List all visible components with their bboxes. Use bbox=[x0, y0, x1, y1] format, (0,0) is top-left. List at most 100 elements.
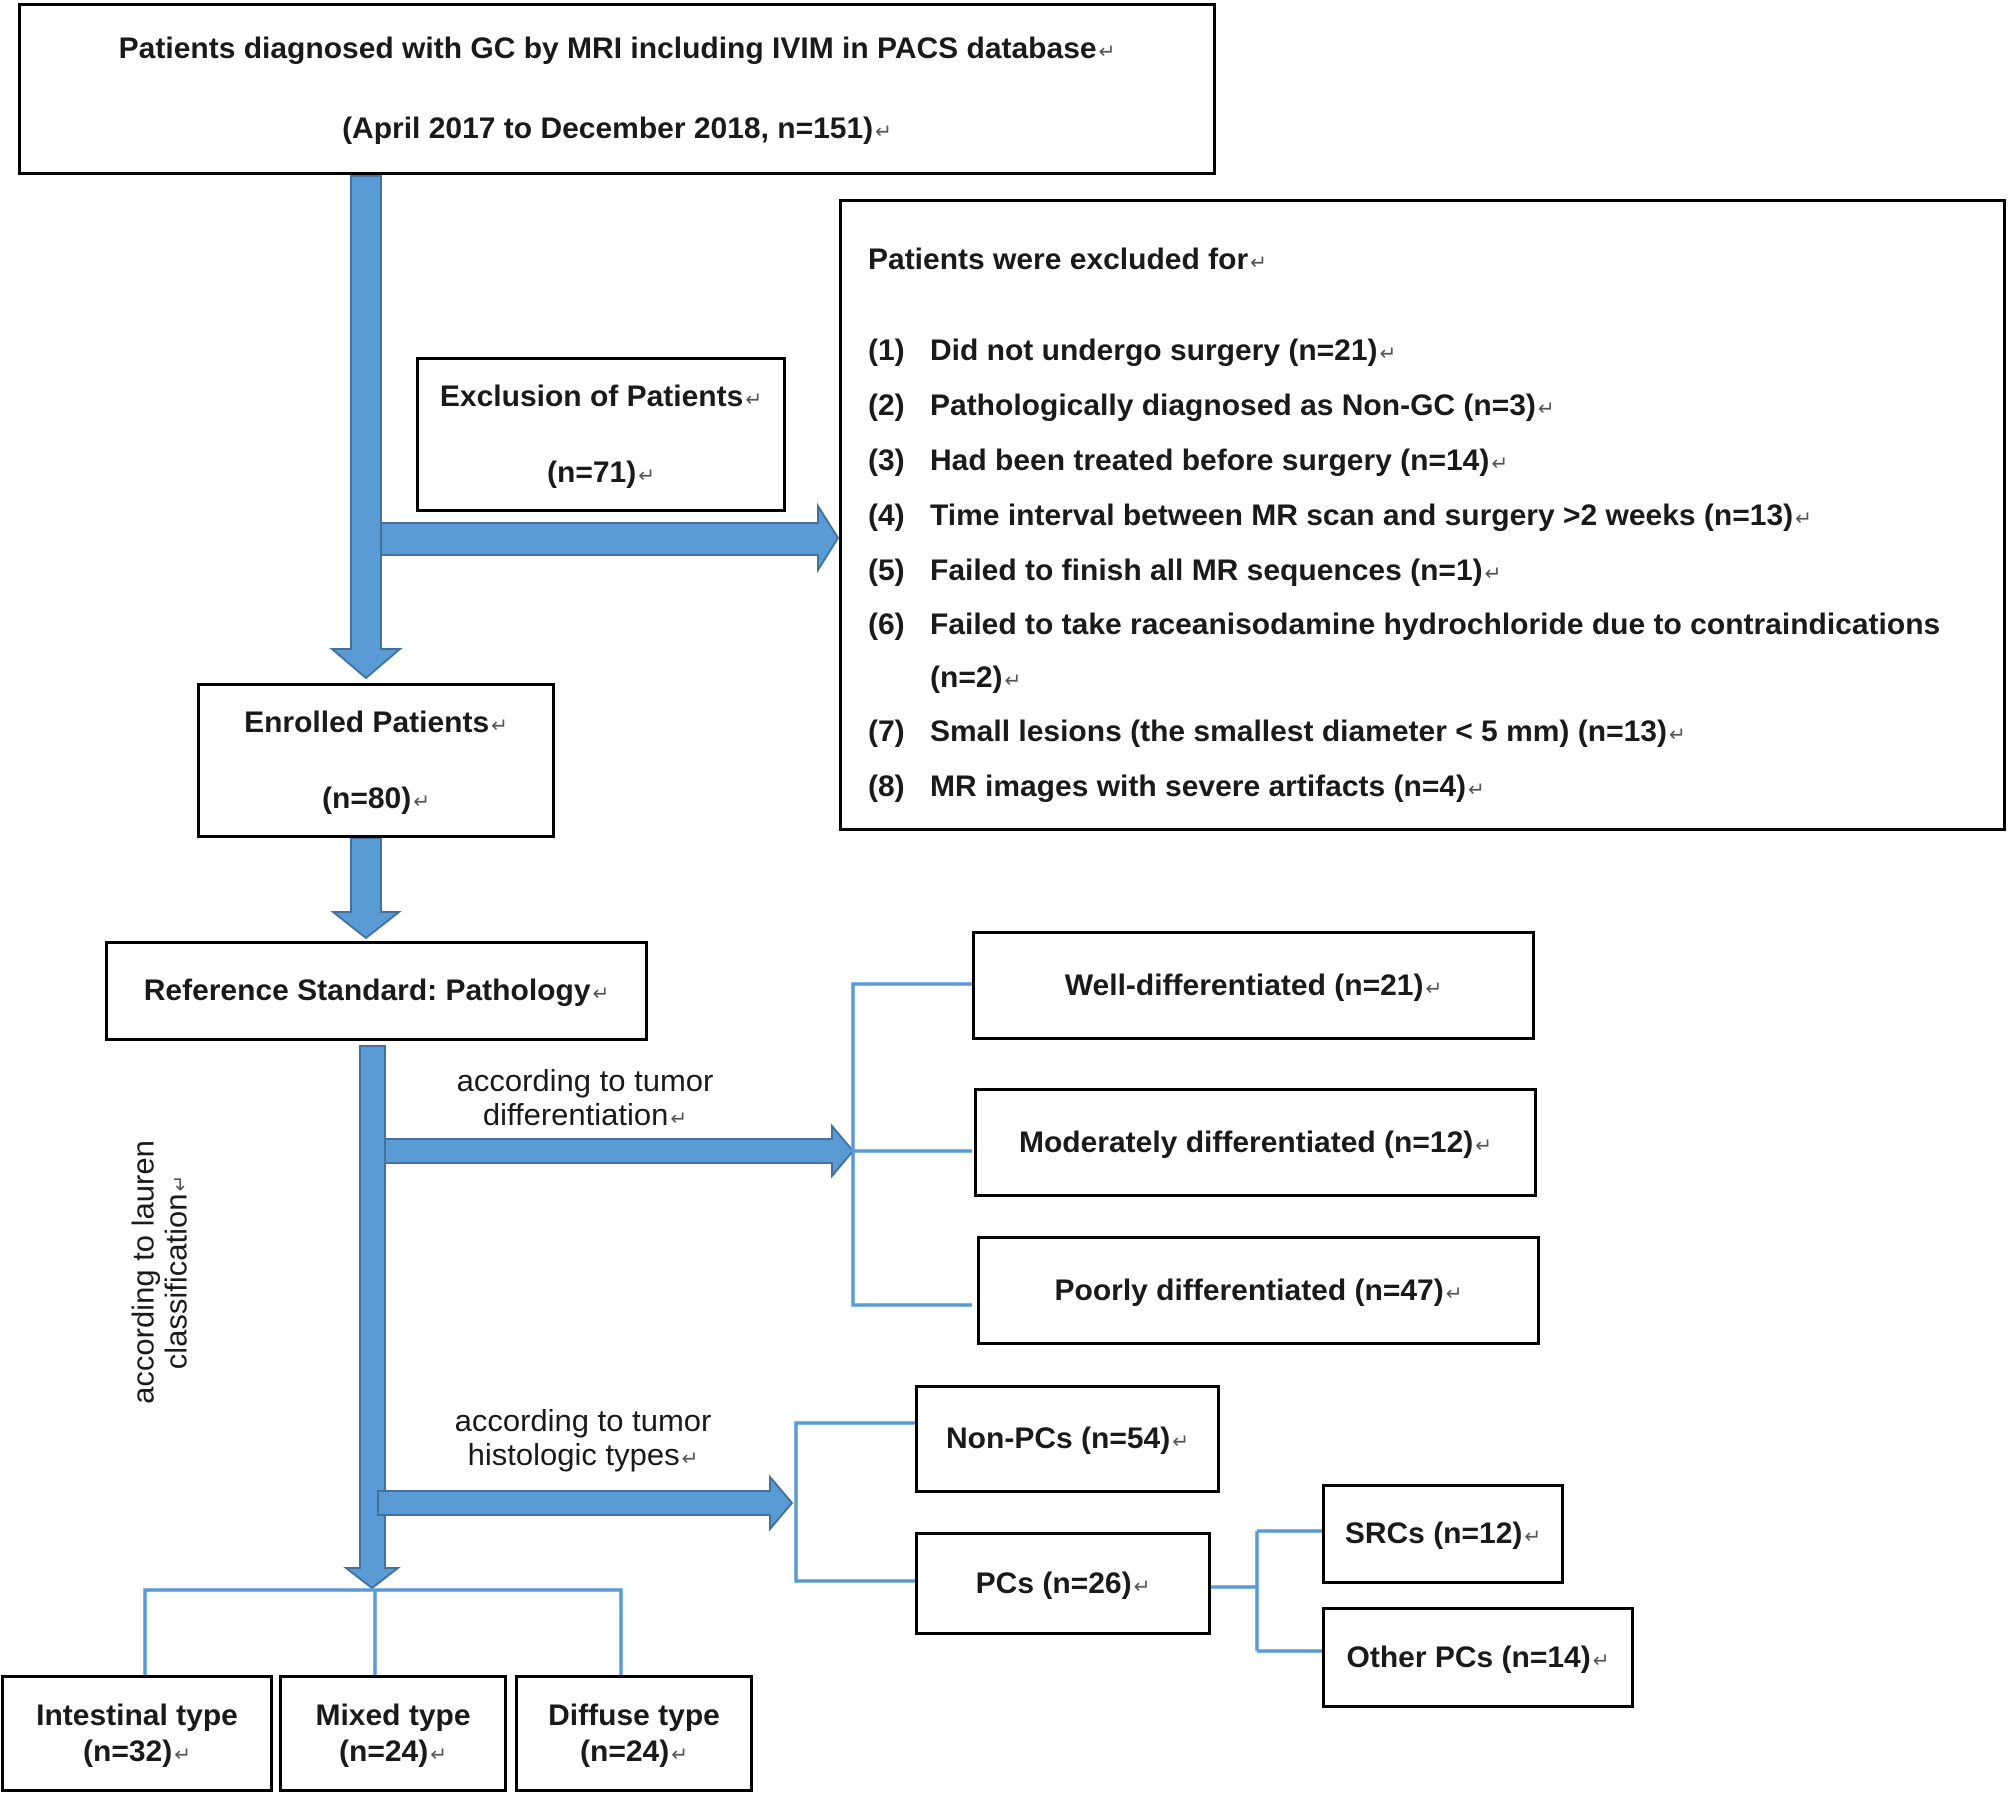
exclusion-label: Exclusion of Patients bbox=[439, 379, 744, 413]
mixed-type-name: Mixed type bbox=[315, 1698, 471, 1732]
exclusion-reason-number: (8) bbox=[868, 770, 905, 803]
paragraph-mark-icon: ↵ bbox=[638, 464, 655, 487]
source-population-period: (April 2017 to December 2018, n=151) bbox=[342, 112, 874, 145]
paragraph-mark-icon: ↵ bbox=[1004, 669, 1022, 692]
pcs-box: PCs (n=26)↵ bbox=[915, 1532, 1211, 1635]
arrow-to-reference bbox=[330, 837, 402, 940]
exclusion-reasons-box: Patients were excluded for↵ (1)Did not u… bbox=[839, 199, 2006, 831]
exclusion-box: Exclusion of Patients↵ (n=71)↵ bbox=[416, 357, 786, 512]
diffuse-type-count: (n=24) bbox=[580, 1734, 670, 1768]
exclusion-reason-text: Had been treated before surgery (n=14) bbox=[930, 444, 1490, 477]
differentiation-label-line2: differentiation bbox=[482, 1097, 669, 1133]
well-differentiated-label: Well-differentiated (n=21) bbox=[1064, 968, 1424, 1002]
paragraph-mark-icon: ↵ bbox=[1425, 977, 1443, 1000]
exclusion-reason-text: Time interval between MR scan and surger… bbox=[930, 499, 1794, 532]
enrolled-box: Enrolled Patients↵ (n=80)↵ bbox=[197, 683, 555, 838]
non-pcs-box: Non-PCs (n=54)↵ bbox=[915, 1385, 1220, 1493]
exclusion-reason-number: (3) bbox=[868, 444, 905, 477]
paragraph-mark-icon: ↵ bbox=[1668, 724, 1686, 746]
reference-standard-box: Reference Standard: Pathology↵ bbox=[105, 941, 648, 1041]
exclusion-reason-item: (5)Failed to finish all MR sequences (n=… bbox=[868, 553, 1501, 589]
intestinal-type-box: Intestinal type (n=32)↵ bbox=[1, 1675, 273, 1792]
mixed-type-box: Mixed type (n=24)↵ bbox=[279, 1675, 507, 1792]
exclusion-reason-item: (4) Time interval between MR scan and sur… bbox=[868, 498, 1812, 534]
bracket-histologic bbox=[794, 1421, 915, 1583]
intestinal-type-name: Intestinal type bbox=[36, 1698, 238, 1732]
diffuse-type-name: Diffuse type bbox=[548, 1698, 720, 1732]
bracket-pcs bbox=[1210, 1529, 1322, 1653]
paragraph-mark-icon: ↵ bbox=[1468, 779, 1485, 801]
exclusion-reason-text: Did not undergo surgery (n=21) bbox=[930, 334, 1378, 367]
source-population-box: Patients diagnosed with GC by MRI includ… bbox=[18, 3, 1216, 175]
well-differentiated-box: Well-differentiated (n=21)↵ bbox=[972, 931, 1535, 1040]
exclusion-reason-text: Pathologically diagnosed as Non-GC (n=3) bbox=[930, 389, 1536, 422]
exclusion-reason-item: (3) Had been treated before surgery (n=14… bbox=[868, 443, 1508, 479]
exclusion-reason-number: (6) bbox=[868, 608, 905, 641]
exclusion-reason-number: (7) bbox=[868, 715, 905, 748]
paragraph-mark-icon: ↵ bbox=[1592, 1649, 1610, 1672]
bracket-differentiation bbox=[851, 982, 972, 1307]
paragraph-mark-icon: ↵ bbox=[745, 388, 763, 411]
other-pcs-label: Other PCs (n=14) bbox=[1346, 1640, 1591, 1674]
lauren-label-line3: classification bbox=[158, 1193, 193, 1370]
exclusion-reason-item: (2) Pathologically diagnosed as Non-GC (n… bbox=[868, 388, 1555, 424]
poorly-differentiated-label: Poorly differentiated (n=47) bbox=[1054, 1273, 1444, 1307]
mixed-type-count: (n=24) bbox=[339, 1734, 429, 1768]
srcs-label: SRCs (n=12) bbox=[1344, 1517, 1523, 1550]
diffuse-type-box: Diffuse type (n=24)↵ bbox=[515, 1675, 753, 1792]
exclusion-reason-text: Failed to take raceanisodamine hydrochlo… bbox=[930, 608, 1941, 694]
paragraph-mark-icon: ↵ bbox=[1484, 563, 1502, 585]
exclusion-reason-number: (4) bbox=[868, 499, 905, 532]
paragraph-mark-icon: ↵ bbox=[681, 1448, 699, 1471]
exclusion-reason-number: (5) bbox=[868, 554, 905, 587]
source-population-text: Patients diagnosed with GC by MRI includ… bbox=[118, 32, 1097, 65]
non-pcs-label: Non-PCs (n=54) bbox=[946, 1422, 1171, 1455]
lauren-label-line2: lauren bbox=[125, 1140, 161, 1227]
exclusion-reason-text: Small lesions (the smallest diameter < 5… bbox=[930, 715, 1667, 748]
exclusion-count: (n=71) bbox=[547, 455, 637, 489]
moderately-differentiated-box: Moderately differentiated (n=12)↵ bbox=[974, 1088, 1537, 1197]
enrolled-count: (n=80) bbox=[322, 781, 412, 815]
arrow-lauren-down bbox=[343, 1045, 401, 1590]
paragraph-mark-icon: ↵ bbox=[169, 1174, 191, 1192]
paragraph-mark-icon: ↵ bbox=[1445, 1282, 1463, 1305]
exclusion-reason-item: (8) MR images with severe artifacts (n=4)… bbox=[868, 769, 1485, 805]
exclusion-reasons-title: Patients were excluded for bbox=[868, 243, 1249, 276]
srcs-box: SRCs (n=12)↵ bbox=[1322, 1484, 1564, 1584]
histologic-label: according to tumor histologic types↵ bbox=[418, 1403, 748, 1473]
reference-standard-label: Reference Standard: Pathology bbox=[143, 974, 591, 1007]
paragraph-mark-icon: ↵ bbox=[1098, 41, 1116, 63]
paragraph-mark-icon: ↵ bbox=[875, 121, 892, 143]
histologic-label-line2: histologic types bbox=[467, 1437, 680, 1473]
lauren-label: according to lauren classification↵ bbox=[125, 1122, 193, 1422]
paragraph-mark-icon: ↵ bbox=[671, 1743, 688, 1766]
paragraph-mark-icon: ↵ bbox=[1795, 508, 1812, 530]
paragraph-mark-icon: ↵ bbox=[174, 1743, 191, 1766]
exclusion-reason-item: (1)Did not undergo surgery (n=21)↵ bbox=[868, 333, 1396, 369]
paragraph-mark-icon: ↵ bbox=[1491, 453, 1509, 475]
lauren-label-line1: according to bbox=[125, 1234, 161, 1404]
exclusion-reason-text: MR images with severe artifacts (n=4) bbox=[930, 770, 1467, 803]
differentiation-label-line1: according to tumor bbox=[456, 1063, 714, 1098]
arrow-to-enrolled bbox=[329, 175, 403, 680]
histologic-label-line1: according to tumor bbox=[454, 1403, 712, 1438]
exclusion-reason-item: (6) Failed to take raceanisodamine hydroc… bbox=[868, 599, 1977, 704]
paragraph-mark-icon: ↵ bbox=[1172, 1431, 1189, 1453]
paragraph-mark-icon: ↵ bbox=[1537, 398, 1555, 420]
poorly-differentiated-box: Poorly differentiated (n=47)↵ bbox=[977, 1236, 1540, 1345]
paragraph-mark-icon: ↵ bbox=[592, 983, 610, 1005]
moderately-differentiated-label: Moderately differentiated (n=12) bbox=[1018, 1125, 1474, 1159]
differentiation-label: according to tumor differentiation↵ bbox=[420, 1063, 750, 1133]
intestinal-type-count: (n=32) bbox=[83, 1734, 173, 1768]
arrow-to-differentiation bbox=[384, 1123, 855, 1179]
exclusion-reason-item: (7) Small lesions (the smallest diameter … bbox=[868, 714, 1686, 750]
exclusion-reason-number: (2) bbox=[868, 389, 905, 422]
paragraph-mark-icon: ↵ bbox=[670, 1108, 688, 1131]
paragraph-mark-icon: ↵ bbox=[1250, 252, 1267, 274]
paragraph-mark-icon: ↵ bbox=[1524, 1526, 1542, 1548]
paragraph-mark-icon: ↵ bbox=[1133, 1575, 1151, 1598]
paragraph-mark-icon: ↵ bbox=[1379, 343, 1397, 365]
bracket-lauren bbox=[143, 1588, 623, 1675]
paragraph-mark-icon: ↵ bbox=[1475, 1134, 1493, 1157]
